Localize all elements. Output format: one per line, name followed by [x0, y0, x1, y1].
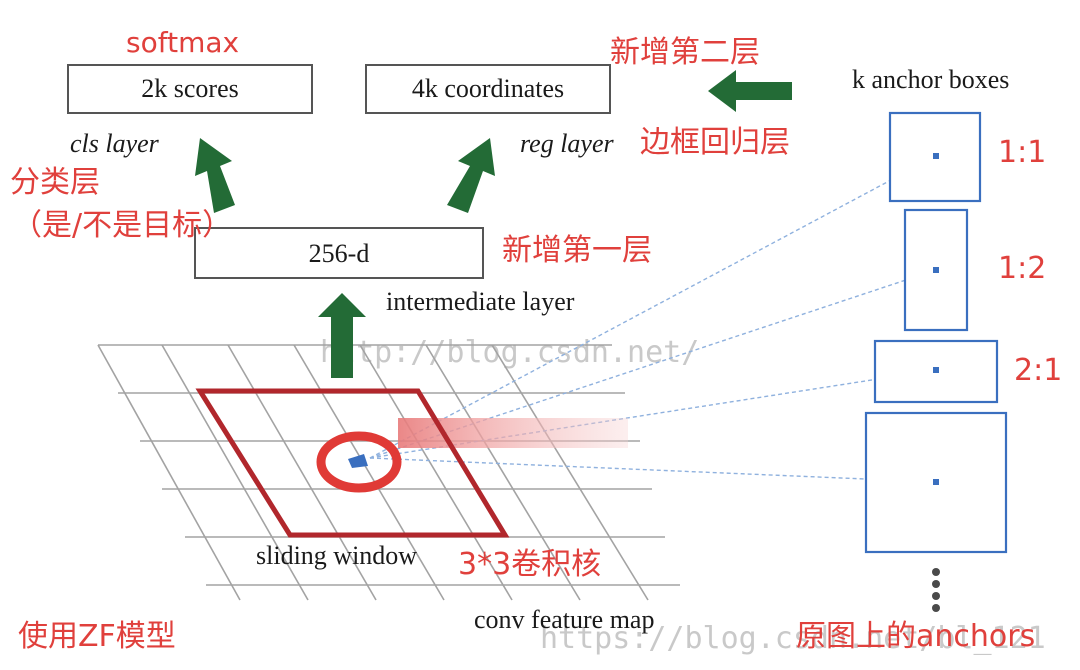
watermark-bottom: https://blog.csdn.net/bl_121 — [540, 621, 1046, 656]
grid-line-v1 — [97, 344, 241, 601]
original-anchors-annotation: 原图上的anchors — [796, 619, 1035, 654]
ellipsis-dot-3 — [932, 592, 940, 600]
bbox-regression-annotation: 边框回归层 — [640, 125, 790, 160]
model-annotation: 使用ZF模型 — [18, 619, 176, 654]
grid-line-v5 — [359, 344, 513, 601]
anchor-boxes — [864, 111, 1008, 554]
classification-annotation-line2: （是/不是目标） — [12, 208, 232, 243]
grid-line-v7 — [491, 344, 649, 601]
sliding-window-label: sliding window — [256, 541, 417, 570]
reg-layer-label: reg layer — [520, 129, 614, 158]
watermark-center: http://blog.csdn.net/ — [320, 335, 699, 370]
conv-feature-map-label: conv feature map — [474, 605, 654, 634]
scores-box-label: 2k scores — [141, 74, 238, 103]
sliding-window-box — [195, 388, 510, 538]
grid-line-v2 — [161, 344, 309, 601]
anchor-center-1 — [933, 153, 939, 159]
softmax-annotation: softmax — [126, 26, 239, 59]
anchor-boxes-header: k anchor boxes — [852, 65, 1009, 94]
anchor-center-2 — [933, 267, 939, 273]
scores-box — [67, 64, 313, 114]
anchor-center-3 — [933, 367, 939, 373]
ellipsis-dot-1 — [932, 568, 940, 576]
ellipsis-dot-2 — [932, 580, 940, 588]
grid-line-v6 — [425, 344, 581, 601]
ellipsis-dot-4 — [932, 604, 940, 612]
left-arrow — [708, 70, 792, 112]
kernel-circle — [316, 431, 402, 493]
classification-annotation-line1: 分类层 — [10, 165, 100, 200]
green-arrows — [195, 70, 792, 378]
ratio-label-2-1: 2:1 — [1014, 353, 1062, 388]
up-arrow-center — [318, 293, 366, 378]
ratio-label-1-1: 1:1 — [998, 135, 1046, 170]
blurred-strip — [398, 418, 628, 448]
ratio-label-1-2: 1:2 — [998, 251, 1046, 286]
anchor-center-4 — [933, 479, 939, 485]
up-arrow-right — [447, 138, 495, 213]
projection-line-3 — [369, 369, 937, 459]
coordinates-box — [365, 64, 611, 114]
grid-line-v4 — [293, 344, 445, 601]
intermediate-box — [194, 227, 484, 279]
anchor-centers — [933, 153, 939, 485]
kernel-center-marker — [348, 454, 368, 468]
intermediate-layer-label: intermediate layer — [386, 287, 575, 316]
grid-line-v3 — [227, 344, 377, 601]
first-layer-annotation: 新增第一层 — [502, 233, 652, 268]
kernel-annotation: 3*3卷积核 — [458, 547, 601, 582]
second-layer-annotation: 新增第二层 — [610, 35, 760, 70]
projection-line-4 — [369, 457, 937, 483]
ellipsis-dots — [932, 568, 940, 612]
intermediate-box-label: 256-d — [309, 239, 370, 268]
cls-layer-label: cls layer — [70, 129, 160, 158]
projection-line-1 — [369, 155, 937, 459]
coordinates-box-label: 4k coordinates — [412, 74, 564, 103]
up-arrow-left — [195, 138, 235, 213]
